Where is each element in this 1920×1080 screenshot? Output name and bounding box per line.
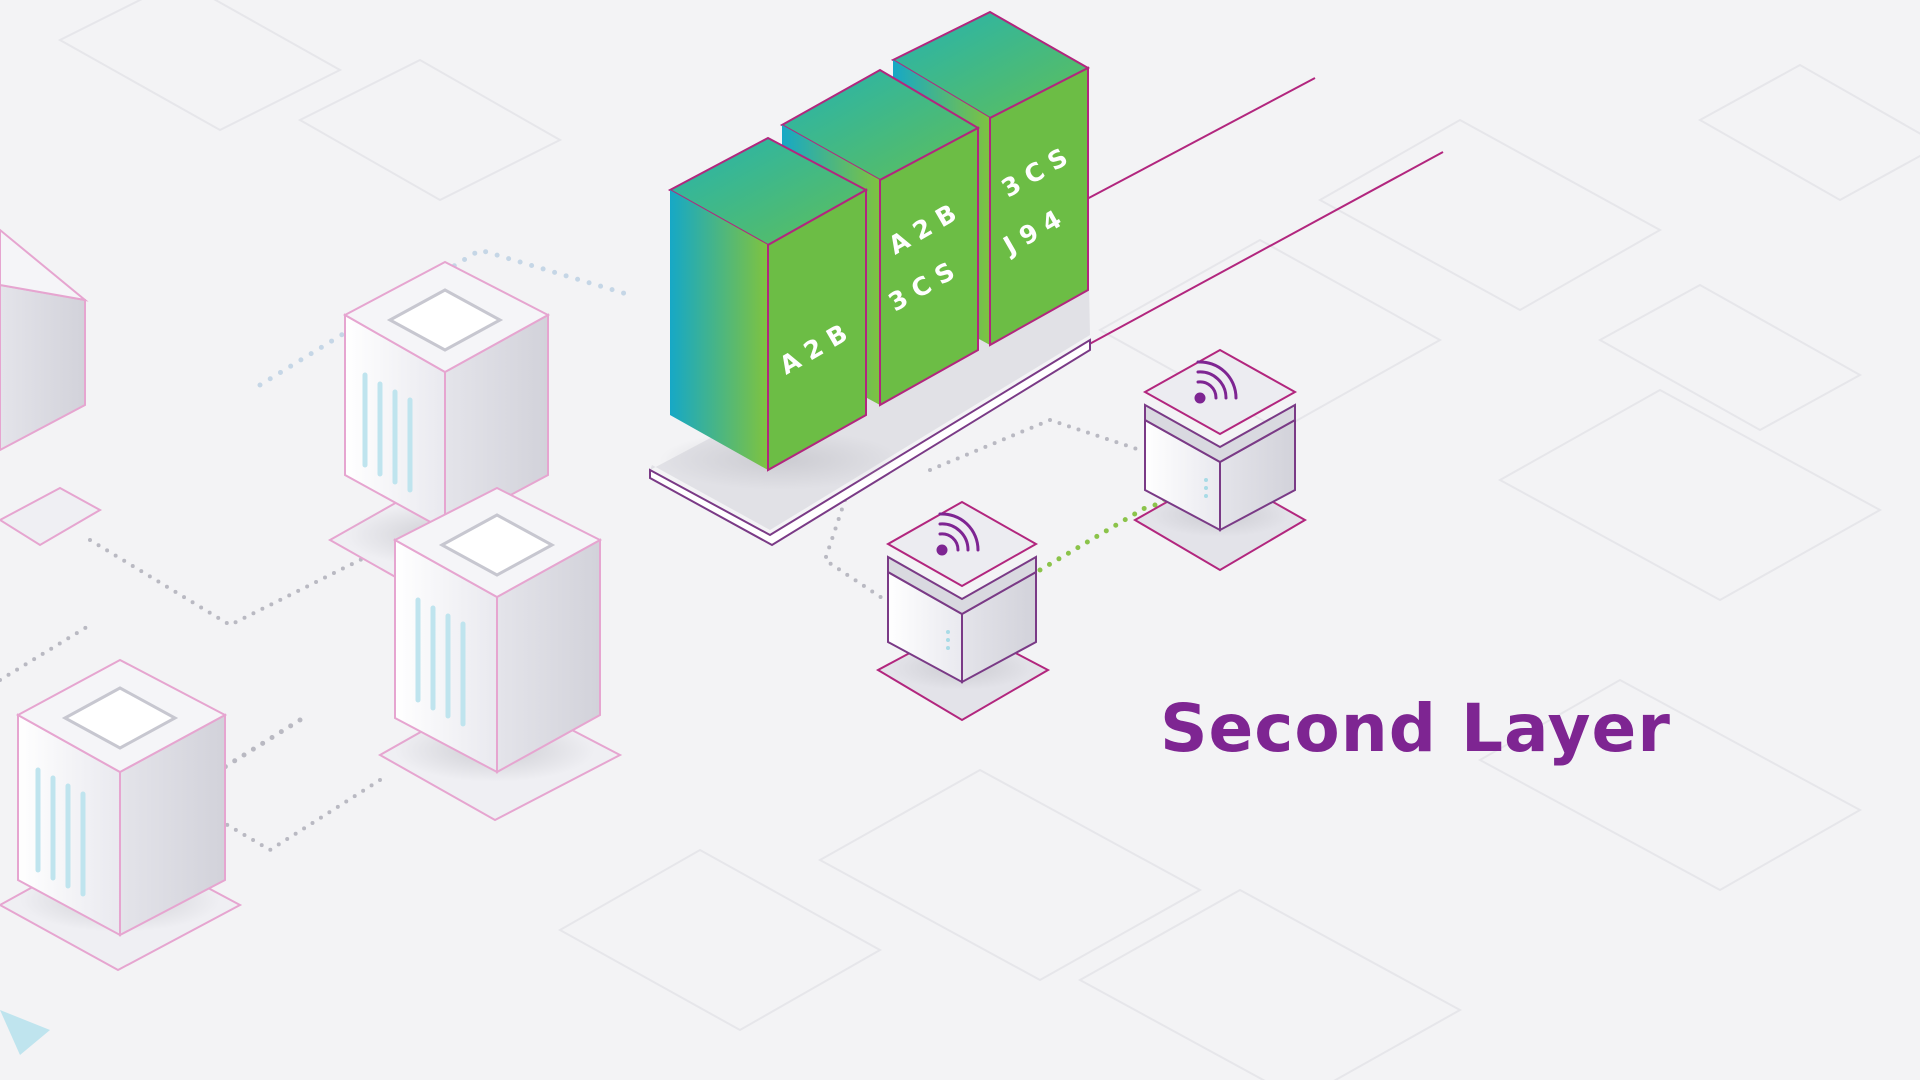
wifi-icon xyxy=(1194,360,1238,404)
white-server-c xyxy=(0,658,243,972)
wifi-box-2 xyxy=(1132,348,1308,572)
white-server-d xyxy=(0,228,103,547)
green-server-1: A 2 B xyxy=(667,136,869,472)
section-caption: Second Layer xyxy=(1160,690,1671,767)
connection-lines xyxy=(1059,77,1444,361)
background-pattern xyxy=(57,0,1920,1080)
wifi-icon xyxy=(936,512,980,556)
white-server-b xyxy=(377,486,623,822)
wifi-box-1 xyxy=(875,500,1051,722)
corner-shape xyxy=(0,1010,50,1055)
